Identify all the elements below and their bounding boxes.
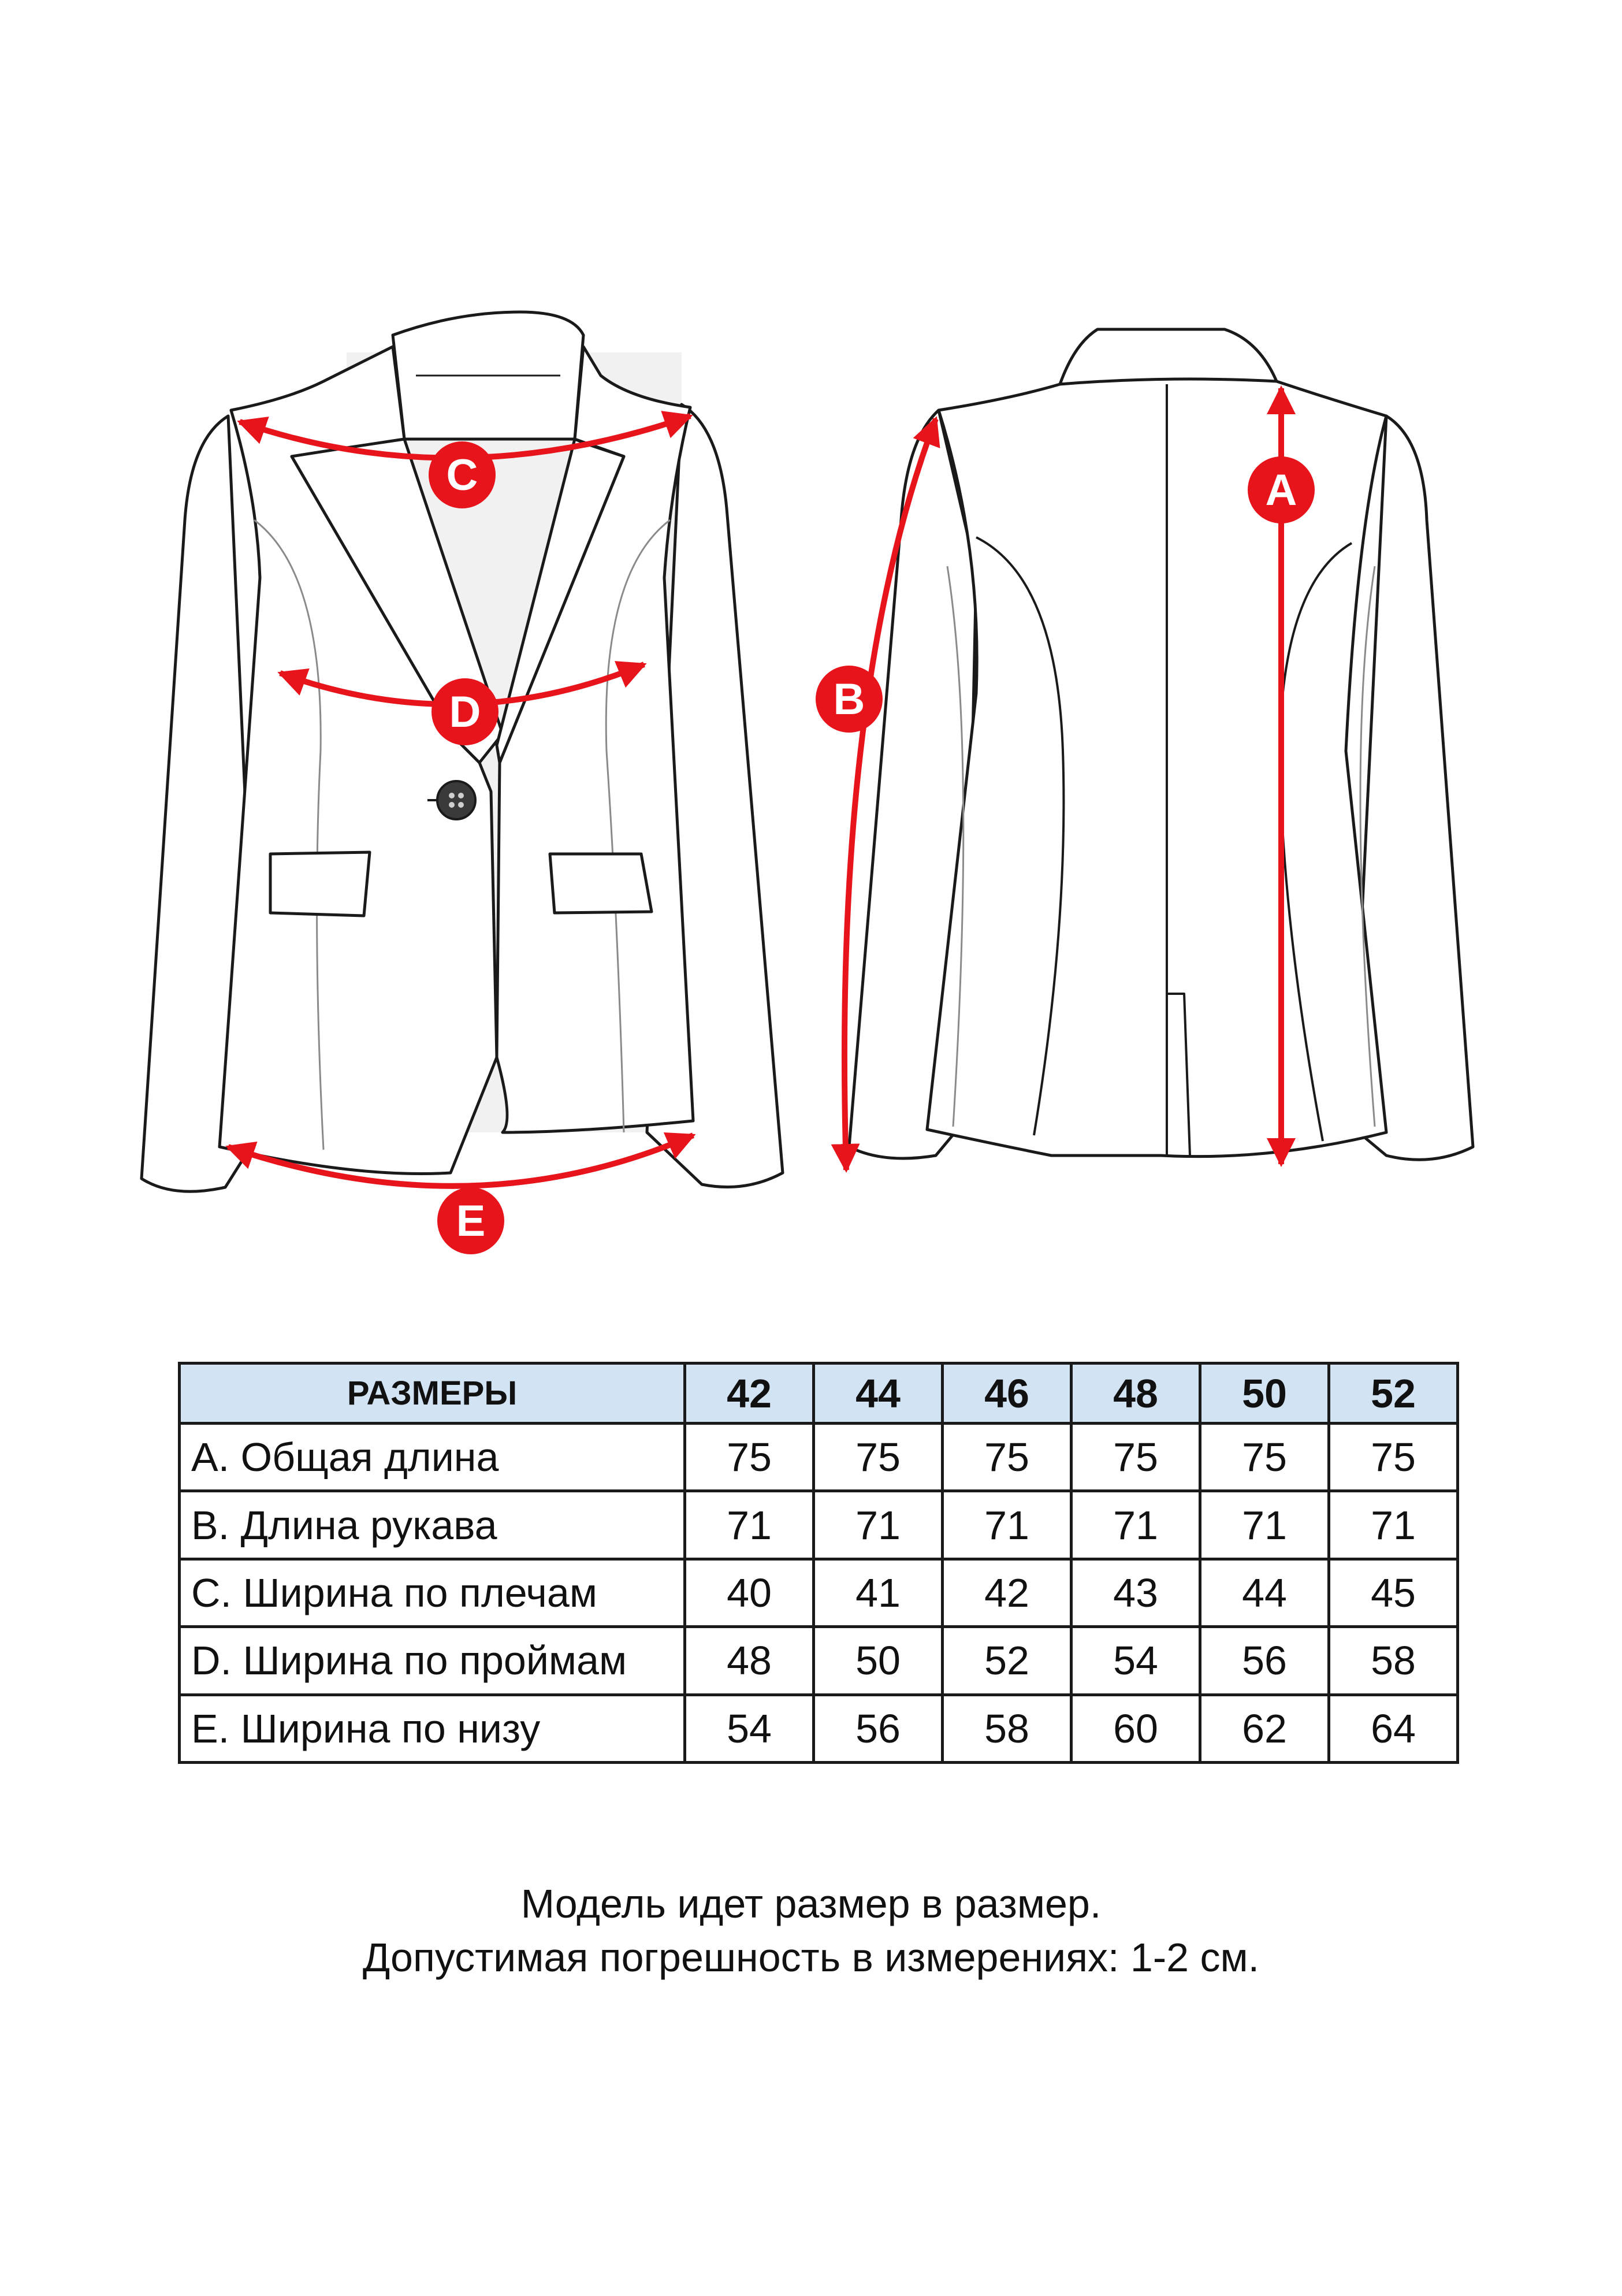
table-cell: 54	[1070, 1625, 1201, 1696]
table-header-row: РАЗМЕРЫ 42 44 46 48 50 52	[178, 1362, 1459, 1425]
table-cell: 75	[1327, 1421, 1459, 1493]
table-row: C. Ширина по плечам 40 41 42 43 44 45	[178, 1557, 1459, 1629]
measure-label-c: C	[429, 441, 496, 508]
table-cell: 71	[1327, 1489, 1459, 1561]
row-label: A. Общая длина	[178, 1421, 686, 1493]
header-size: 46	[941, 1362, 1073, 1425]
measure-label-a: A	[1248, 456, 1315, 523]
table-cell: 41	[812, 1557, 944, 1629]
table-row: B. Длина рукава 71 71 71 71 71 71	[178, 1489, 1459, 1561]
header-size: 44	[812, 1362, 944, 1425]
row-label: C. Ширина по плечам	[178, 1557, 686, 1629]
table-row: D. Ширина по проймам 48 50 52 54 56 58	[178, 1625, 1459, 1696]
measure-e-arrow	[225, 1132, 696, 1189]
table-cell: 45	[1327, 1557, 1459, 1629]
header-size: 48	[1070, 1362, 1201, 1425]
table-cell: 62	[1199, 1693, 1330, 1764]
table-cell: 52	[941, 1625, 1073, 1696]
measure-b-arrow	[831, 416, 940, 1173]
measure-label-e: E	[437, 1187, 504, 1254]
row-label: D. Ширина по проймам	[178, 1625, 686, 1696]
svg-text:E: E	[456, 1197, 486, 1246]
table-cell: 64	[1327, 1693, 1459, 1764]
table-cell: 71	[1070, 1489, 1201, 1561]
header-size: 42	[683, 1362, 815, 1425]
jacket-back-drawing	[847, 328, 1475, 1161]
row-label: E. Ширина по низу	[178, 1693, 686, 1764]
svg-text:C: C	[447, 451, 478, 500]
table-cell: 48	[683, 1625, 815, 1696]
table-cell: 40	[683, 1557, 815, 1629]
table-cell: 75	[1199, 1421, 1330, 1493]
table-cell: 43	[1070, 1557, 1201, 1629]
table-row: E. Ширина по низу 54 56 58 60 62 64	[178, 1693, 1459, 1764]
table-cell: 56	[812, 1693, 944, 1764]
table-row: A. Общая длина 75 75 75 75 75 75	[178, 1421, 1459, 1493]
svg-text:A: A	[1266, 466, 1297, 515]
table-cell: 71	[812, 1489, 944, 1561]
table-cell: 54	[683, 1693, 815, 1764]
fit-note: Модель идет размер в размер.	[520, 1881, 1102, 1926]
jacket-measurement-illustration: C D E B A	[140, 310, 1475, 1254]
table-cell: 56	[1199, 1625, 1330, 1696]
table-cell: 75	[812, 1421, 944, 1493]
tolerance-note: Допустимая погрешность в измерениях: 1-2…	[362, 1935, 1260, 1980]
table-cell: 58	[941, 1693, 1073, 1764]
row-label: B. Длина рукава	[178, 1489, 686, 1561]
header-size: 52	[1327, 1362, 1459, 1425]
table-cell: 71	[941, 1489, 1073, 1561]
table-cell: 75	[941, 1421, 1073, 1493]
svg-text:B: B	[834, 675, 865, 724]
table-cell: 50	[812, 1625, 944, 1696]
header-param-label: РАЗМЕРЫ	[178, 1362, 686, 1425]
table-cell: 44	[1199, 1557, 1330, 1629]
table-cell: 42	[941, 1557, 1073, 1629]
table-cell: 58	[1327, 1625, 1459, 1696]
table-cell: 71	[683, 1489, 815, 1561]
header-size: 50	[1199, 1362, 1330, 1425]
table-cell: 60	[1070, 1693, 1201, 1764]
svg-text:D: D	[449, 688, 481, 737]
measure-label-d: D	[431, 678, 498, 745]
table-cell: 75	[1070, 1421, 1201, 1493]
table-cell: 75	[683, 1421, 815, 1493]
measure-label-b: B	[816, 666, 883, 733]
size-chart-table: РАЗМЕРЫ 42 44 46 48 50 52 A. Общая длина…	[178, 1362, 1459, 1764]
table-cell: 71	[1199, 1489, 1330, 1561]
button-icon	[427, 780, 477, 820]
